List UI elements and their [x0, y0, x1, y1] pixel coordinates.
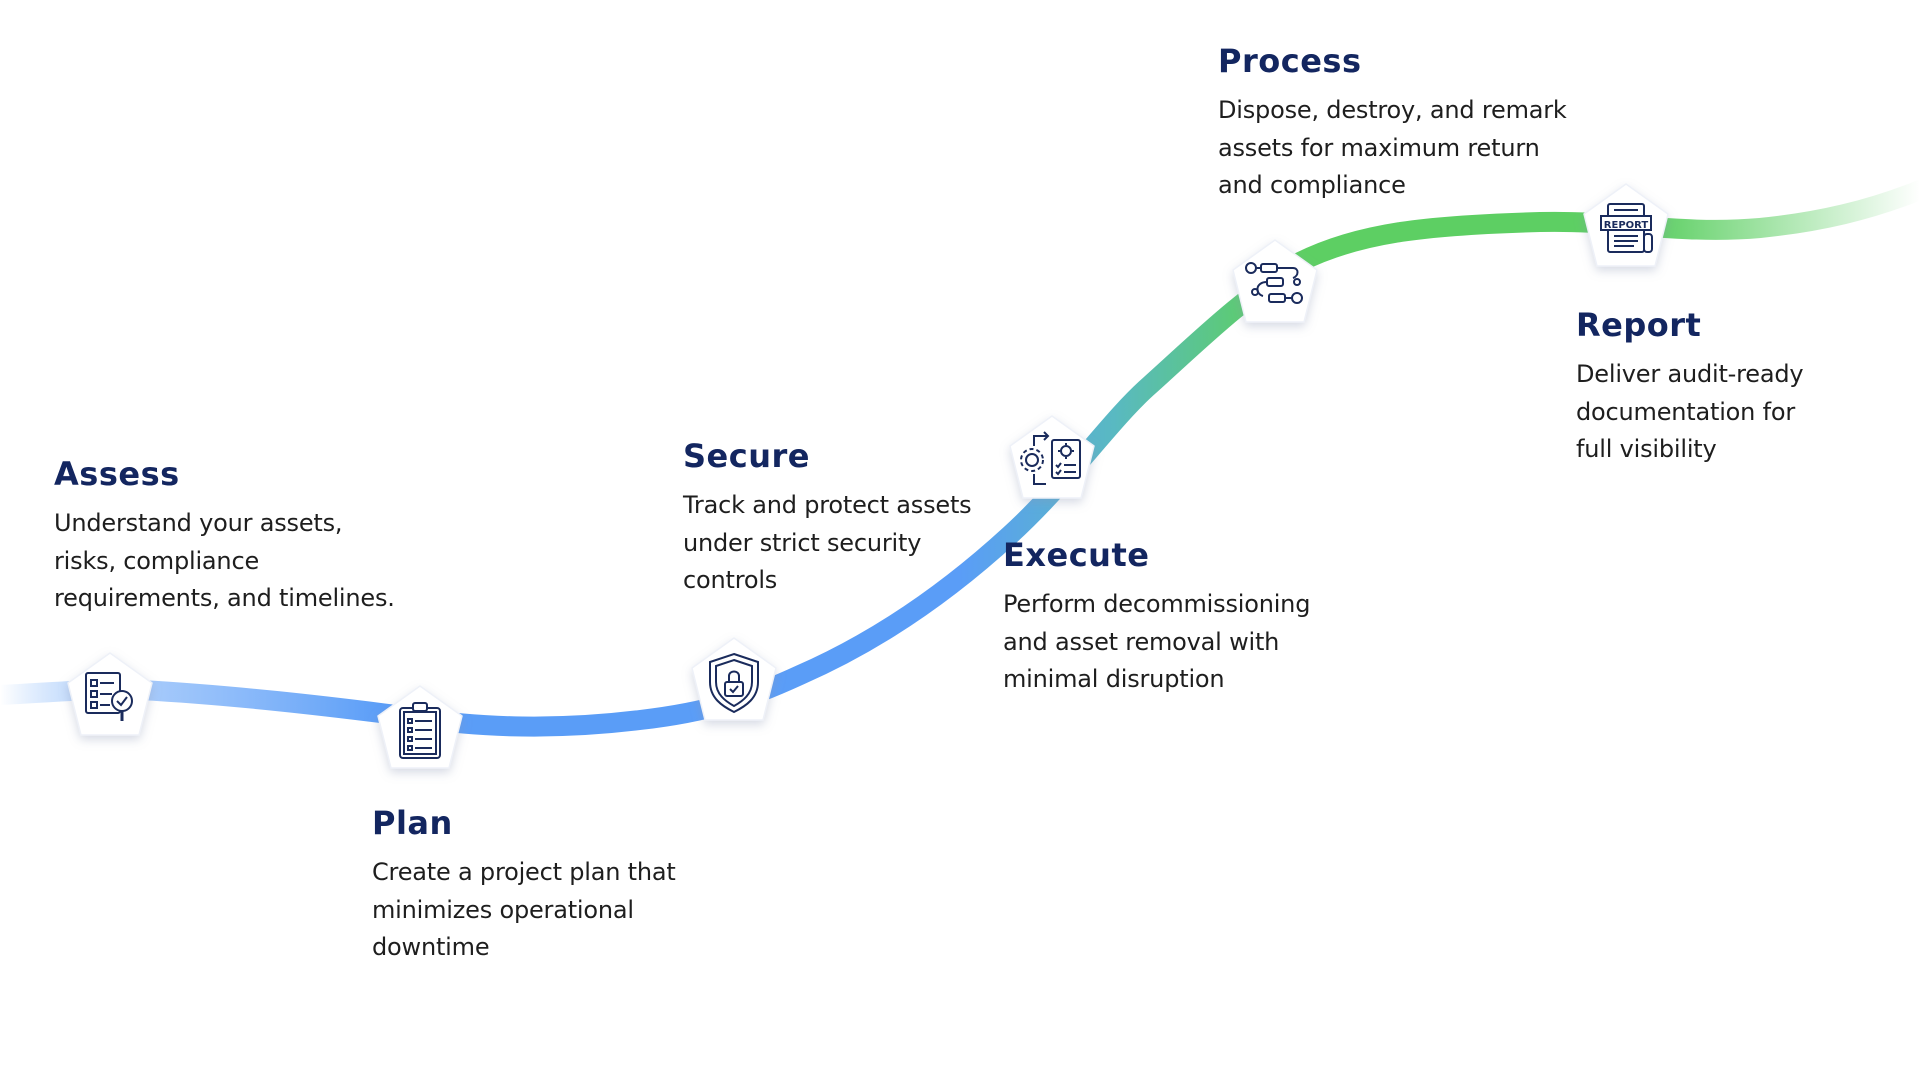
step-description: Understand your assets, risks, complianc… — [54, 509, 395, 612]
step-secure: Secure Track and protect assets under st… — [683, 437, 1053, 600]
node-report: REPORT — [1578, 182, 1674, 274]
step-description: Dispose, destroy, and remark assets for … — [1218, 96, 1567, 199]
step-description: Deliver audit-ready documentation for fu… — [1576, 360, 1804, 463]
step-title: Secure — [683, 437, 810, 475]
step-plan: Plan Create a project plan that minimize… — [372, 804, 752, 967]
step-title: Process — [1218, 42, 1362, 80]
step-description: Track and protect assets under strict se… — [683, 491, 972, 594]
workflow-icon — [1245, 262, 1303, 304]
node-execute — [1004, 414, 1100, 506]
clipboard-icon — [399, 702, 441, 759]
node-plan — [372, 684, 468, 776]
gear-document-icon — [1020, 431, 1081, 485]
shield-lock-icon — [709, 652, 759, 714]
report-document-icon — [1600, 203, 1653, 253]
step-process: Process Dispose, destroy, and remark ass… — [1218, 42, 1638, 205]
checklist-magnifier-icon — [85, 672, 133, 721]
node-process — [1227, 238, 1323, 330]
step-description: Create a project plan that minimizes ope… — [372, 858, 676, 961]
step-title: Assess — [54, 455, 180, 493]
step-description: Perform decommissioning and asset remova… — [1003, 590, 1311, 693]
step-title: Execute — [1003, 536, 1150, 574]
step-title: Plan — [372, 804, 453, 842]
step-title: Report — [1576, 306, 1702, 344]
node-secure — [686, 636, 782, 728]
step-assess: Assess Understand your assets, risks, co… — [54, 455, 454, 618]
step-report: Report Deliver audit-ready documentation… — [1576, 306, 1906, 469]
step-execute: Execute Perform decommissioning and asse… — [1003, 536, 1383, 699]
node-assess — [62, 651, 158, 743]
report-badge-text: REPORT — [1604, 220, 1649, 231]
